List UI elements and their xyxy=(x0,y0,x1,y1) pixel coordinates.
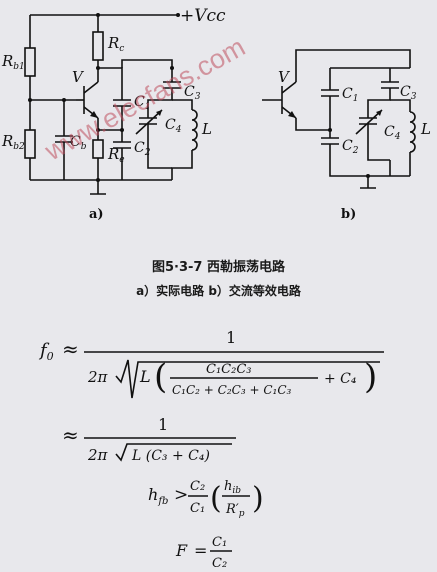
circuit-b: V C1 C2 C3 C4 L b) xyxy=(262,49,431,222)
svg-text:Cb: Cb xyxy=(70,134,87,152)
svg-text:C₂: C₂ xyxy=(212,556,227,571)
svg-text:F: F xyxy=(175,541,188,560)
svg-text:hfb: hfb xyxy=(148,485,168,507)
svg-text:Rc: Rc xyxy=(107,34,124,54)
svg-text:C4: C4 xyxy=(165,117,182,135)
svg-text:C₁C₂C₃: C₁C₂C₃ xyxy=(206,362,251,377)
svg-text:): ) xyxy=(252,481,264,516)
transistor-v xyxy=(76,81,99,119)
resistor-rb1 xyxy=(24,47,36,77)
svg-text:C₂: C₂ xyxy=(190,479,205,494)
formula-f0-approx: ≈ 1 2π L (C₃ + C₄) xyxy=(62,415,236,464)
svg-text:): ) xyxy=(364,357,377,397)
svg-text:(: ( xyxy=(154,357,167,397)
svg-text:≈: ≈ xyxy=(62,423,79,447)
circuit-diagrams: +Vcc Rb1 Rb2 Cb V Rc xyxy=(1,6,431,222)
sublabel-a: a) xyxy=(89,207,104,222)
formula-f: F = C₁ C₂ xyxy=(175,535,232,571)
svg-text:C4: C4 xyxy=(384,124,401,142)
svg-text:C₁: C₁ xyxy=(190,501,205,516)
figure-subcaption: a）实际电路 b）交流等效电路 xyxy=(136,284,301,298)
supply-label: +Vcc xyxy=(180,6,226,26)
svg-text:(: ( xyxy=(210,481,222,516)
svg-text:2π: 2π xyxy=(87,368,109,386)
svg-text:≈: ≈ xyxy=(62,337,79,361)
svg-text:C3: C3 xyxy=(184,84,201,102)
svg-text:L: L xyxy=(201,120,212,138)
formulas: f0 ≈ 1 2π L ( C₁C₂C₃ C₁C₂ + C₂C₃ + C₁C₃ … xyxy=(38,328,384,571)
formula-f0: f0 ≈ 1 2π L ( C₁C₂C₃ C₁C₂ + C₂C₃ + C₁C₃ … xyxy=(38,328,384,399)
sublabel-b: b) xyxy=(341,207,356,222)
inductor-l xyxy=(191,109,198,151)
svg-text:2π: 2π xyxy=(87,446,109,464)
svg-text:f0: f0 xyxy=(38,340,54,363)
svg-text:Rb2: Rb2 xyxy=(1,132,25,152)
svg-text:L: L xyxy=(420,120,431,138)
svg-text:C2: C2 xyxy=(342,138,359,156)
inductor-l-b xyxy=(409,111,416,153)
svg-text:=: = xyxy=(194,541,207,560)
resistor-rc xyxy=(92,31,104,61)
transistor-v-b xyxy=(262,81,297,119)
svg-text:C₁: C₁ xyxy=(212,535,227,550)
svg-text:1: 1 xyxy=(158,415,168,434)
svg-text:V: V xyxy=(72,68,85,86)
svg-text:V: V xyxy=(278,68,291,86)
formula-hfb: hfb > C₂ C₁ ( hib R′p ) xyxy=(148,479,264,519)
capacitor-c2-b xyxy=(321,137,339,145)
capacitor-c3-b xyxy=(381,81,399,89)
svg-text:+ C₄: + C₄ xyxy=(324,371,357,387)
figure-caption: 图5·3-7 西勒振荡电路 xyxy=(152,260,285,275)
svg-text:>: > xyxy=(174,485,188,505)
circuit-a: +Vcc Rb1 Rb2 Cb V Rc xyxy=(1,6,226,222)
capacitor-c1-b xyxy=(321,89,339,97)
svg-text:1: 1 xyxy=(226,328,236,347)
svg-text:C1: C1 xyxy=(342,86,358,104)
svg-text:C₁C₂ + C₂C₃ + C₁C₃: C₁C₂ + C₂C₃ + C₁C₃ xyxy=(172,383,292,397)
svg-text:L: L xyxy=(139,367,151,386)
svg-text:L (C₃ + C₄): L (C₃ + C₄) xyxy=(131,448,210,464)
svg-text:C3: C3 xyxy=(400,84,417,102)
svg-text:hib: hib xyxy=(224,479,241,496)
resistor-rb2 xyxy=(24,129,36,159)
svg-text:R′p: R′p xyxy=(225,502,245,519)
svg-text:Rb1: Rb1 xyxy=(1,52,25,72)
